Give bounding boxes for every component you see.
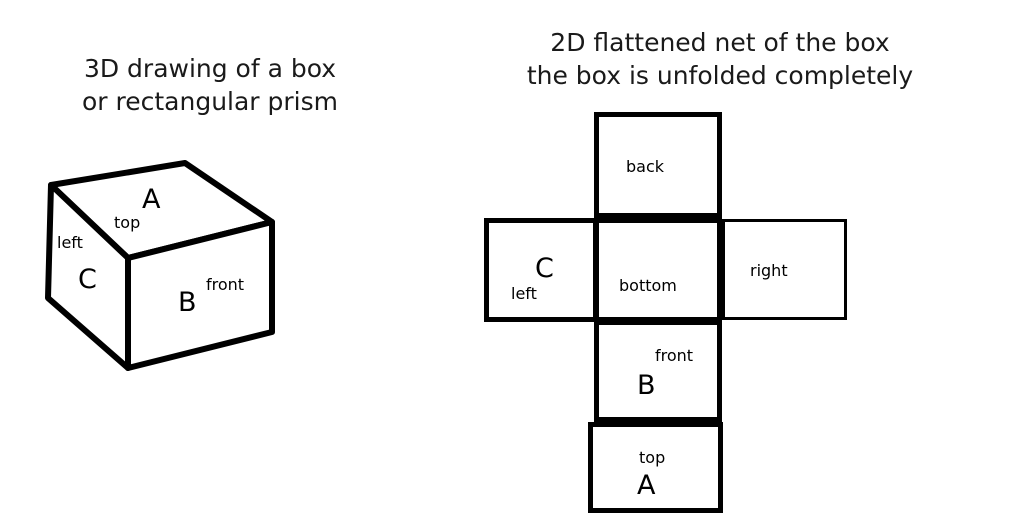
box3d-label-front: front [206, 275, 245, 294]
face-front-polygon [125, 219, 275, 371]
net-cell-left: C left [484, 218, 598, 322]
net-cell-front: front B [594, 320, 722, 422]
net-label-c: C [535, 253, 554, 284]
box3d-label-b: B [178, 287, 197, 318]
net-label-left: left [511, 284, 537, 303]
net-label-right: right [750, 261, 788, 280]
net-label-b: B [637, 370, 656, 401]
three-d-box-svg [45, 160, 275, 371]
net-label-a: A [637, 470, 656, 501]
box3d-label-c: C [78, 264, 97, 295]
three-d-box-drawing: A top left C B front [0, 0, 420, 532]
net-cell-bottom: bottom [594, 218, 722, 322]
net-label-back: back [626, 157, 665, 176]
net-label-bottom: bottom [619, 276, 677, 295]
net-cell-top: top A [588, 422, 723, 513]
page-title-right: 2D flattened net of the box the box is u… [526, 28, 914, 90]
net-cell-right: right [722, 219, 847, 320]
net-cell-back: back [594, 112, 722, 218]
box3d-label-top: top [114, 213, 141, 232]
box3d-label-a: A [142, 184, 161, 215]
net-label-front: front [655, 346, 694, 365]
net-label-top: top [639, 448, 666, 467]
page-title-left: 3D drawing of a box or rectangular prism [81, 54, 339, 116]
box3d-label-left: left [57, 233, 83, 252]
